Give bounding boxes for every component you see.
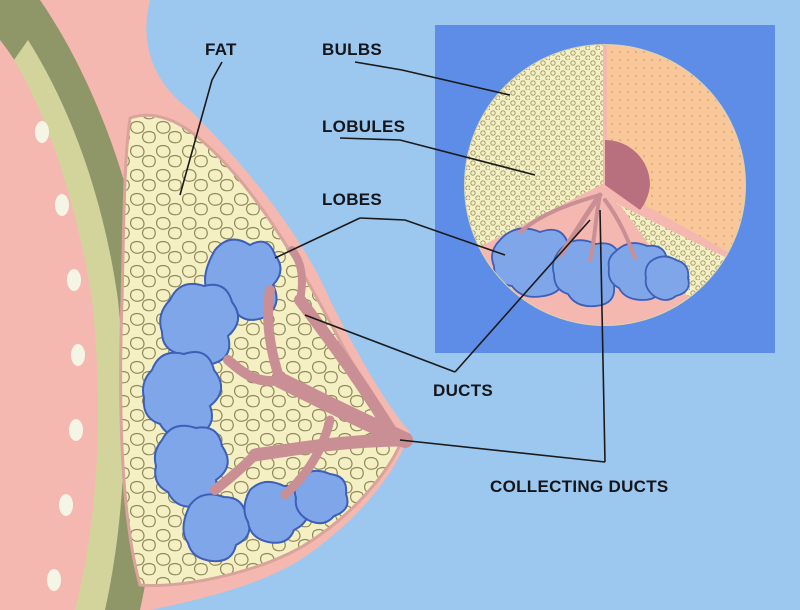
inset-magnified-view [464, 44, 746, 326]
lobes-cluster [142, 238, 349, 563]
ducts-network [210, 246, 413, 500]
label-lobes: LOBES [322, 190, 382, 209]
leader-fat [179, 61, 223, 196]
lower-right-fat [605, 198, 735, 300]
label-lobules: LOBULES [322, 117, 405, 136]
leader-ducts-inset [454, 219, 591, 373]
label-fat: FAT [205, 40, 237, 59]
leader-collecting-inset [599, 209, 606, 463]
leader-lobes-inset [359, 217, 506, 256]
label-bulbs: BULBS [322, 40, 382, 59]
rib-band [14, 40, 125, 610]
leader-bulbs [354, 61, 511, 96]
leader-lobes-main [274, 217, 361, 259]
leader-ducts-main [304, 314, 456, 373]
inset-lobes [491, 227, 690, 308]
leader-lobules [339, 137, 536, 176]
label-collecting-ducts: COLLECTING DUCTS [490, 477, 669, 496]
leader-collecting-main [399, 439, 606, 463]
rib-cross-sections [35, 121, 85, 591]
nipple-cross-section [605, 140, 650, 210]
leader-lines [179, 61, 606, 463]
label-ducts: DUCTS [433, 381, 493, 400]
